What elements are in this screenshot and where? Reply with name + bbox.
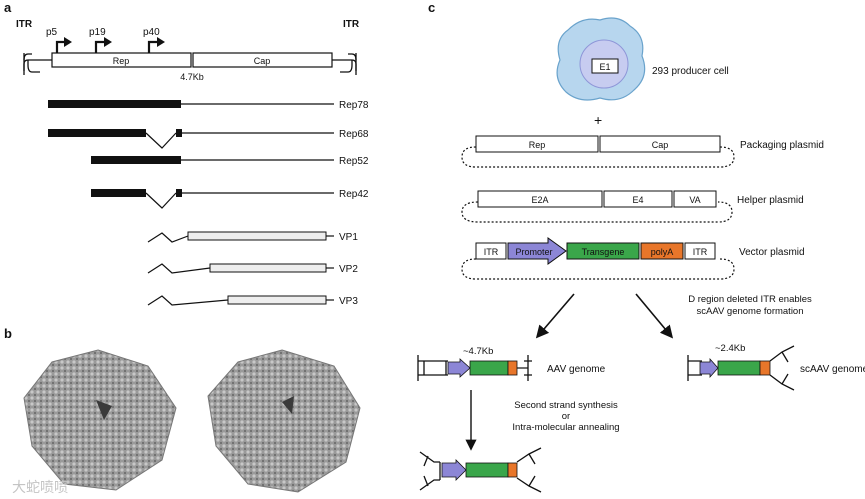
- arrow-to-aav: [535, 293, 575, 339]
- plus-sign: +: [594, 112, 602, 128]
- panel-c-letter: c: [428, 0, 435, 15]
- vector-plasmid-label: Vector plasmid: [739, 247, 805, 258]
- vector-box-label: Transgene: [582, 247, 625, 257]
- synthesis-line2: or: [562, 411, 570, 422]
- itr-hairpin-right: [332, 53, 357, 73]
- transcript-label: VP1: [339, 232, 358, 243]
- promoter-p40: p40: [143, 27, 165, 53]
- aav-size-label: ~4.7Kb: [463, 346, 493, 357]
- promoter-label: p40: [143, 27, 160, 38]
- transcript-label: VP3: [339, 296, 358, 307]
- helper-box-label: E2A: [531, 195, 548, 205]
- scaav-size-label: ~2.4Kb: [715, 343, 745, 354]
- itr-hairpin-left: [23, 53, 52, 73]
- scaav-genome: [687, 345, 795, 391]
- capsid-structure-right: [207, 349, 361, 493]
- helper-plasmid: E2A E4 VA: [461, 190, 733, 223]
- itr-right-label: ITR: [343, 19, 360, 30]
- genome-size-label: 4.7Kb: [180, 72, 204, 82]
- transcript-label: Rep78: [339, 100, 369, 111]
- vector-box-label: ITR: [484, 247, 499, 257]
- arrow-to-scaav: [635, 293, 674, 339]
- packaging-box-label: Cap: [652, 140, 669, 150]
- helper-box-label: VA: [689, 195, 700, 205]
- rep-box: [51, 52, 192, 68]
- transcript-label: Rep68: [339, 129, 369, 140]
- transcript-rep42: Rep42: [91, 189, 369, 209]
- double-stranded-aav-genome: [419, 447, 542, 493]
- producer-cell: E1: [556, 17, 646, 101]
- vector-box-label: polyA: [651, 247, 674, 257]
- transcript-label: Rep52: [339, 156, 369, 167]
- promoter-label: p5: [46, 27, 58, 38]
- promoter-p19: p19: [89, 27, 112, 53]
- cap-box-label: Cap: [254, 56, 271, 66]
- cell-label: 293 producer cell: [652, 66, 729, 77]
- transcript-rep52: Rep52: [91, 156, 369, 167]
- synthesis-line1: Second strand synthesis: [514, 400, 618, 411]
- transcript-label: Rep42: [339, 189, 369, 200]
- transcript-vp2: VP2: [147, 263, 358, 275]
- vector-box-label: ITR: [693, 247, 708, 257]
- panel-a-letter: a: [4, 0, 12, 15]
- capsid-structure-left: [23, 349, 177, 491]
- aav-genome-label: AAV genome: [547, 364, 606, 375]
- aav-genome-map: Rep Cap 4.7Kb: [23, 52, 357, 82]
- scaav-note-line1: D region deleted ITR enables: [688, 294, 812, 305]
- aav-genome: [417, 355, 532, 381]
- packaging-plasmid-label: Packaging plasmid: [740, 140, 824, 151]
- scaav-note-line2: scAAV genome formation: [696, 306, 803, 317]
- packaging-box-label: Rep: [529, 140, 546, 150]
- e1-box: [591, 58, 619, 74]
- transcript-label: VP2: [339, 264, 358, 275]
- promoter-label: p19: [89, 27, 106, 38]
- watermark: 大蛇喷喷: [12, 479, 68, 495]
- scaav-genome-label: scAAV genome: [800, 364, 865, 375]
- promoter-p5: p5: [46, 27, 72, 53]
- vector-plasmid: ITR Promoter Transgene polyA ITR: [461, 237, 735, 280]
- synthesis-line3: Intra-molecular annealing: [512, 422, 619, 433]
- helper-box-label: E4: [632, 195, 643, 205]
- transcript-vp3: VP3: [147, 295, 358, 307]
- transcript-rep68: Rep68: [48, 129, 369, 149]
- panel-b-letter: b: [4, 326, 12, 341]
- e1-label: E1: [599, 62, 610, 72]
- vector-box-label: Promoter: [515, 247, 552, 257]
- rep-box-label: Rep: [113, 56, 130, 66]
- transcript-vp1: VP1: [147, 231, 358, 243]
- itr-left-label: ITR: [16, 19, 33, 30]
- helper-plasmid-label: Helper plasmid: [737, 195, 804, 206]
- transcript-rep78: Rep78: [48, 100, 369, 111]
- packaging-plasmid: Rep Cap: [461, 135, 735, 168]
